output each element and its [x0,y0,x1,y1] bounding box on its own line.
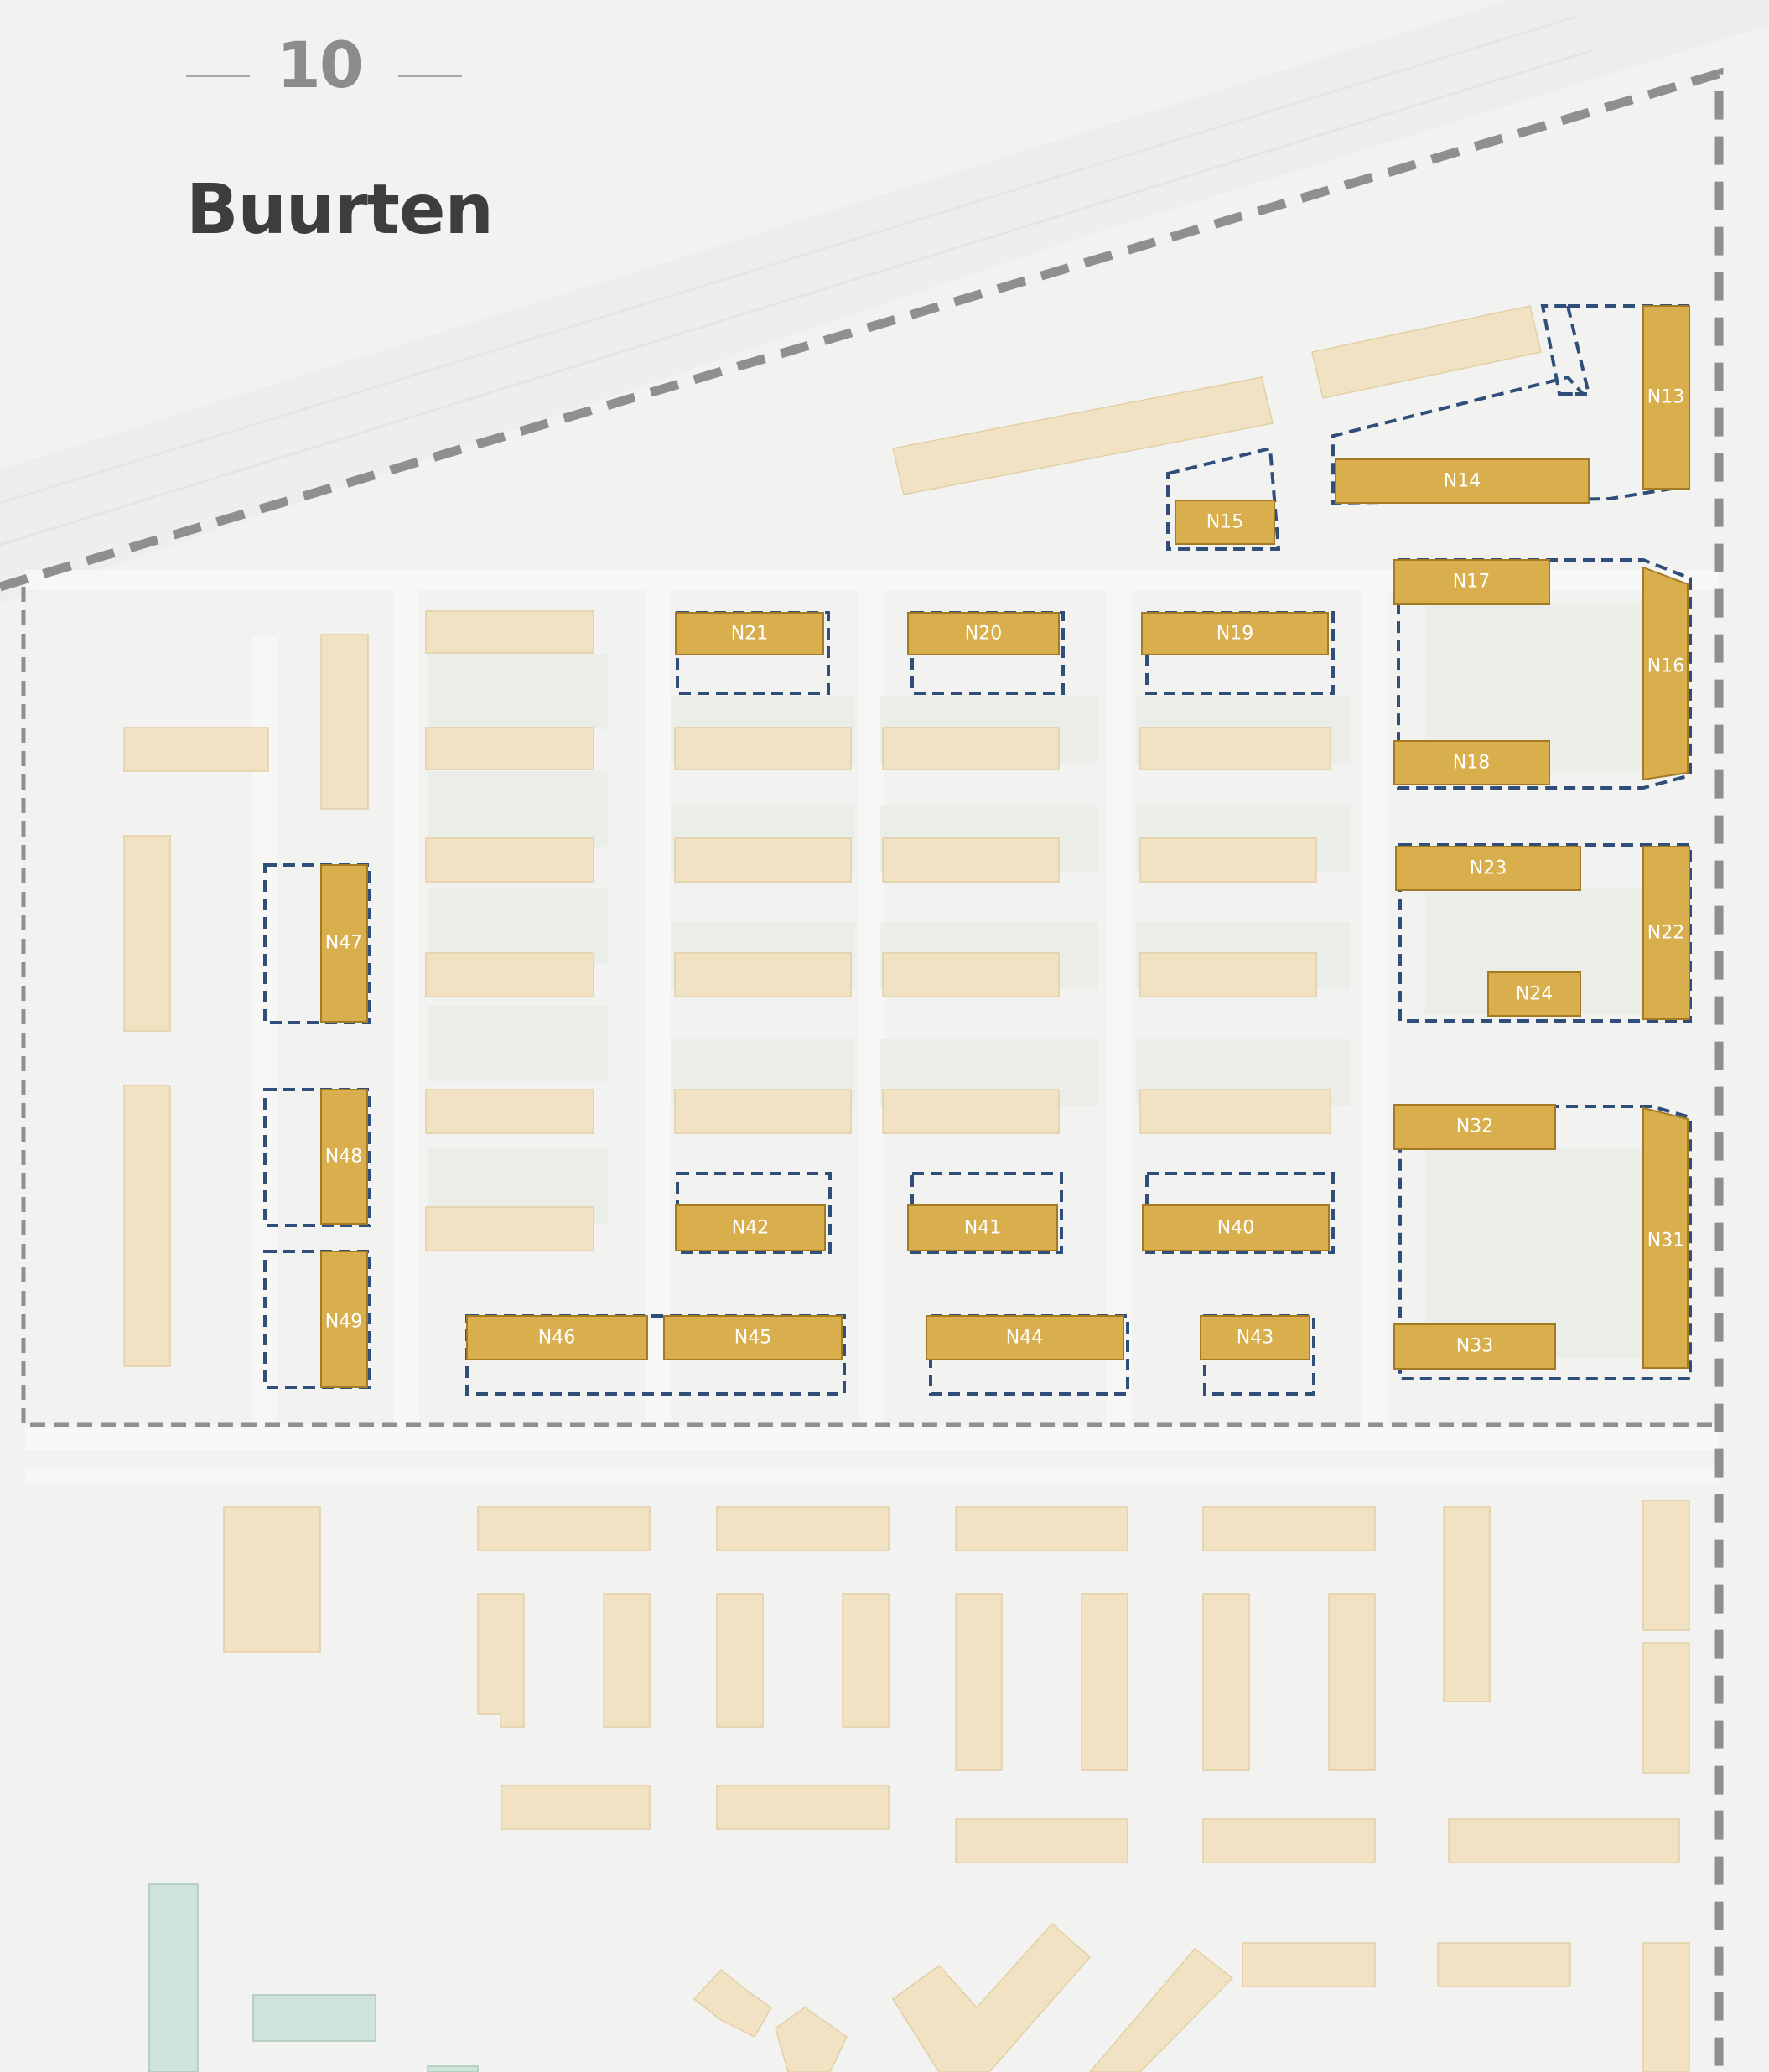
building-n41 [907,1204,1058,1251]
block-label-n40: N40 [1217,1218,1254,1239]
page-header: 10 Buurten [0,0,587,285]
block-label-n47: N47 [325,933,362,954]
street-grid [25,570,1719,1484]
building-n31 [1642,1106,1689,1369]
block-label-n14: N14 [1444,471,1481,492]
block-label-n48: N48 [325,1147,362,1168]
existing-green-buildings [148,1883,479,2072]
building-n15 [1175,500,1275,545]
building-n47 [320,864,368,1023]
building-n21 [675,612,824,655]
block-labels: N13 N14 N15 N16 N17 N18 N19 N20 N21 N22 … [325,387,1684,1357]
block-label-n41: N41 [964,1218,1001,1239]
building-n33 [1393,1323,1556,1370]
page-number-left-rule [186,75,250,77]
building-n18 [1393,740,1550,785]
block-label-n21: N21 [731,624,768,645]
building-n32 [1393,1104,1556,1150]
building-n49 [320,1251,368,1388]
building-n42 [675,1204,826,1251]
building-n23 [1395,846,1581,891]
existing-buildings [123,305,1690,2072]
block-label-n16: N16 [1647,656,1684,677]
building-n24 [1487,971,1581,1017]
block-label-n33: N33 [1456,1336,1493,1357]
page-number: 10 [277,28,364,102]
block-label-n43: N43 [1237,1328,1274,1349]
block-label-n44: N44 [1006,1328,1043,1349]
building-n13 [1642,305,1690,490]
building-n48 [320,1089,368,1225]
building-n19 [1141,612,1329,655]
building-n17 [1393,559,1550,605]
block-label-n20: N20 [965,624,1002,645]
page-number-right-rule [398,75,462,77]
building-n45 [663,1315,843,1360]
block-label-n45: N45 [734,1328,771,1349]
building-n44 [926,1315,1124,1360]
block-label-n13: N13 [1647,387,1684,408]
page-title: Buurten [186,170,494,250]
block-label-n32: N32 [1456,1116,1493,1137]
block-label-n49: N49 [325,1312,362,1333]
block-label-n22: N22 [1647,923,1684,944]
district-boundary [0,67,1724,2072]
block-label-n23: N23 [1470,858,1507,879]
block-label-n19: N19 [1217,624,1253,645]
block-label-n17: N17 [1453,572,1490,593]
building-n43 [1200,1315,1310,1360]
building-n20 [907,612,1060,655]
block-label-n15: N15 [1206,512,1243,533]
block-label-n24: N24 [1516,984,1553,1005]
building-n40 [1142,1204,1330,1251]
block-label-n42: N42 [732,1218,769,1239]
building-n22 [1642,846,1690,1020]
block-label-n18: N18 [1453,753,1490,774]
building-n14 [1335,458,1590,504]
block-label-n31: N31 [1647,1230,1684,1251]
block-label-n46: N46 [538,1328,575,1349]
building-n16 [1642,566,1689,781]
highlight-buildings [320,305,1690,1388]
building-n46 [466,1315,648,1360]
